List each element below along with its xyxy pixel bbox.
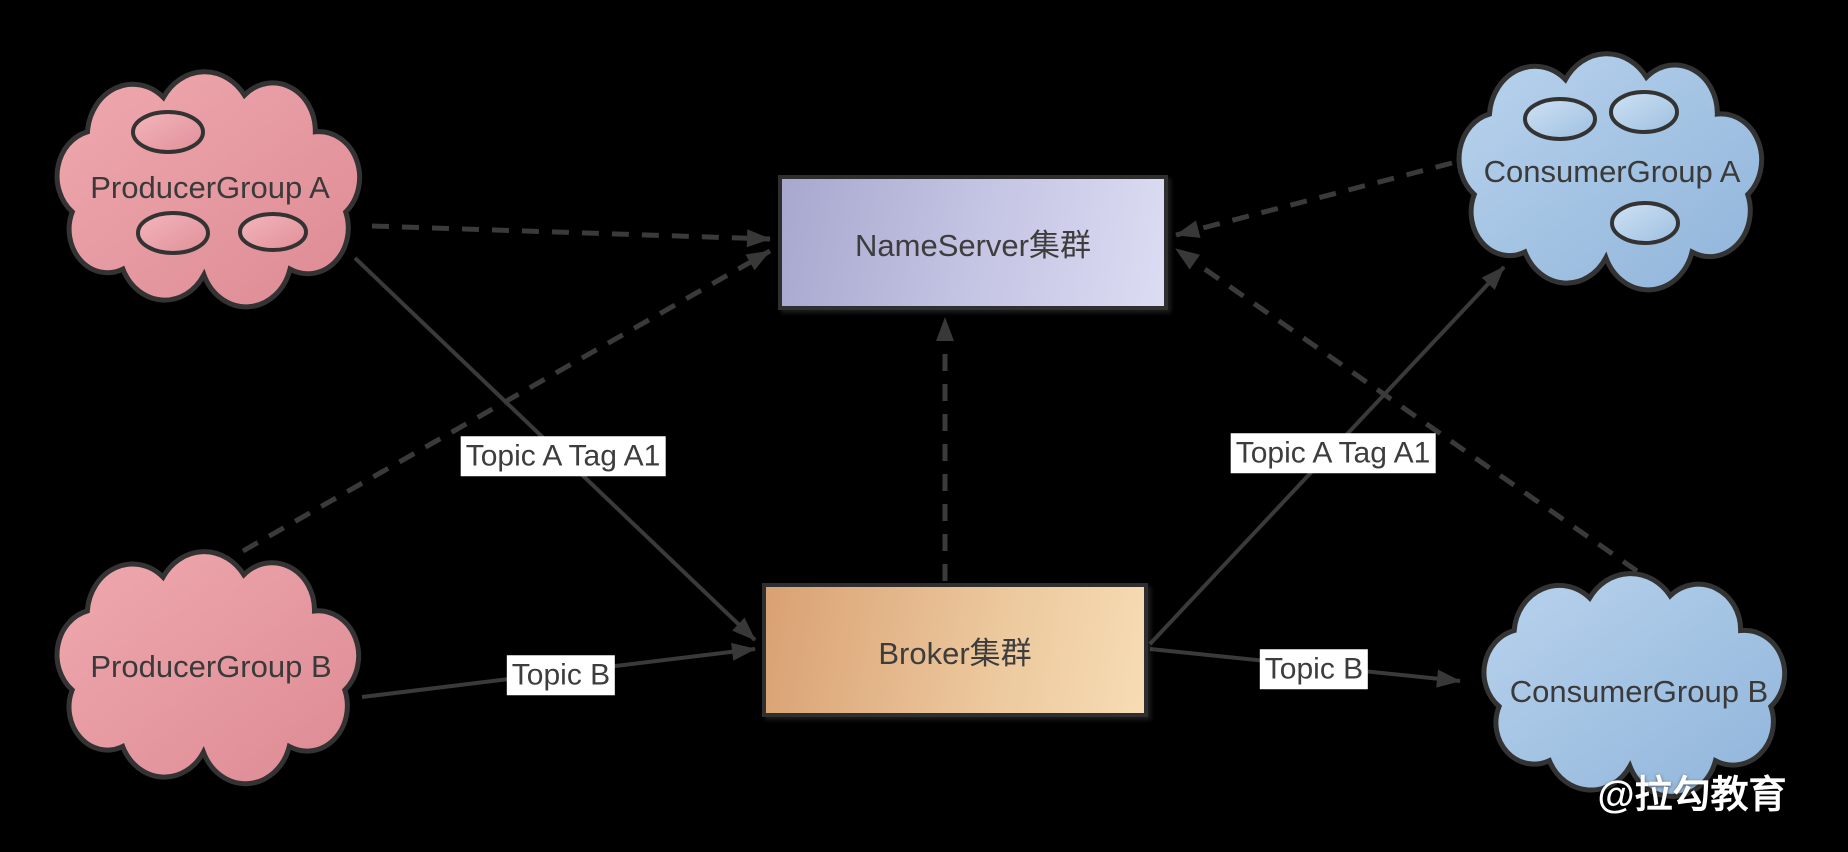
producer-group-b-label: ProducerGroup B: [90, 649, 332, 684]
edge-label-producer-a-topic: Topic A Tag A1: [460, 436, 666, 476]
edge-label-producer-b-topic: Topic B: [506, 655, 616, 695]
broker-cluster-box: Broker集群: [762, 583, 1148, 717]
producer-a-instance-ellipse: [136, 211, 210, 255]
broker-cluster-label: Broker集群: [878, 635, 1032, 671]
producer-a-instance-ellipse: [131, 110, 205, 154]
consumer-a-instance-ellipse: [1523, 97, 1597, 141]
edge-consumer-a-to-nameserver: [1175, 160, 1453, 238]
consumer-a-instance-ellipse: [1610, 201, 1680, 245]
consumer-group-b-label: ConsumerGroup B: [1509, 674, 1769, 709]
nameserver-cluster-label: NameServer集群: [855, 228, 1091, 263]
edge-producer-a-to-nameserver: [371, 223, 771, 248]
watermark: @拉勾教育: [1597, 774, 1787, 817]
edge-label-consumer-b-topic: Topic B: [1259, 649, 1369, 689]
consumer-group-a-label: ConsumerGroup A: [1483, 154, 1741, 189]
edge-consumer-b-to-nameserver: [1174, 246, 1639, 574]
edge-label-consumer-a-topic: Topic A Tag A1: [1230, 433, 1436, 473]
producer-a-instance-ellipse: [238, 212, 308, 252]
producer-group-a-label: ProducerGroup A: [90, 170, 330, 205]
consumer-a-instance-ellipse: [1609, 90, 1679, 134]
nameserver-cluster-box: NameServer集群: [778, 175, 1168, 310]
